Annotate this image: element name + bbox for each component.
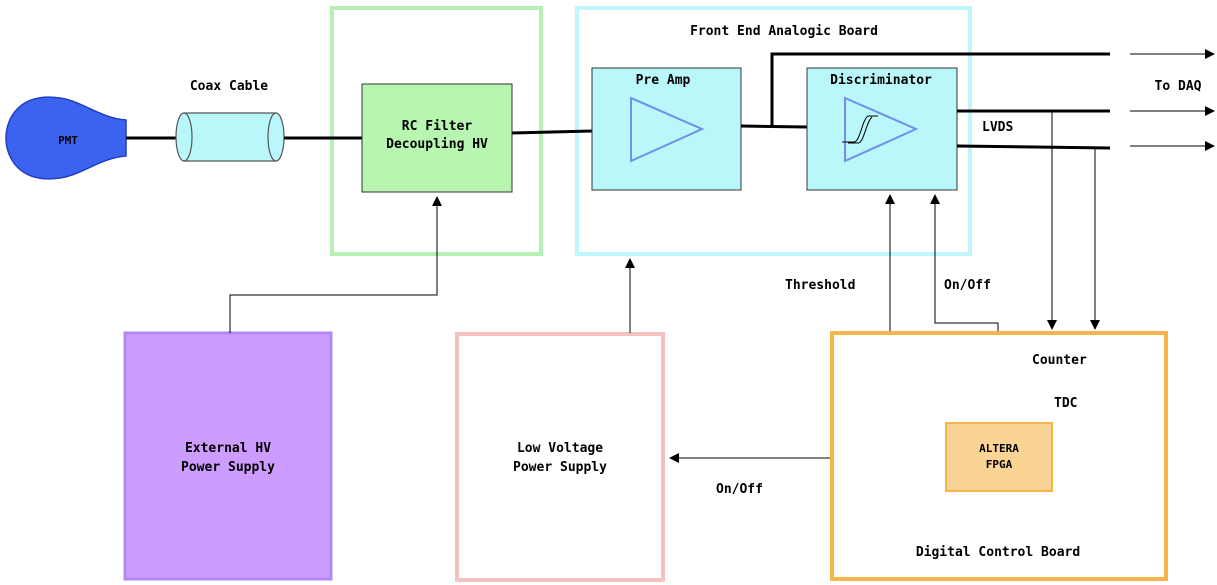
rc-filter-label-2: Decoupling HV bbox=[386, 137, 488, 152]
to-daq-label: To DAQ bbox=[1155, 79, 1202, 94]
external-hv-label-2: Power Supply bbox=[181, 460, 275, 475]
hysteresis-icon bbox=[842, 115, 878, 144]
front-end-title: Front End Analogic Board bbox=[690, 24, 878, 39]
discriminator-triangle-icon bbox=[844, 96, 919, 163]
amplifier-triangle-icon bbox=[630, 96, 705, 163]
rc-preamp-line bbox=[511, 129, 593, 135]
counter-label: Counter bbox=[1032, 353, 1087, 368]
pmt-label: PMT bbox=[58, 134, 78, 147]
daq-branch-line-1 bbox=[770, 52, 1110, 127]
pre-amp-label: Pre Amp bbox=[636, 73, 691, 88]
preamp-disc-line bbox=[740, 124, 808, 129]
lvds-label: LVDS bbox=[982, 120, 1013, 135]
fpga-label-1: ALTERA bbox=[979, 442, 1019, 455]
discriminator-label: Discriminator bbox=[830, 73, 932, 88]
fpga-box bbox=[945, 422, 1053, 492]
external-hv-box bbox=[123, 331, 333, 581]
low-voltage-box bbox=[455, 332, 665, 582]
pmt-icon bbox=[5, 96, 127, 180]
onoff-disc-label: On/Off bbox=[944, 278, 991, 293]
tdc-label: TDC bbox=[1054, 396, 1077, 411]
rc-filter-label-1: RC Filter bbox=[402, 119, 473, 134]
hv-feed-arrow bbox=[229, 196, 442, 333]
coax-cable-icon bbox=[175, 112, 285, 162]
low-voltage-label-1: Low Voltage bbox=[517, 441, 603, 456]
rc-filter-box bbox=[361, 83, 513, 193]
onoff-lv-label: On/Off bbox=[716, 482, 763, 497]
external-hv-label-1: External HV bbox=[185, 441, 271, 456]
low-voltage-label-2: Power Supply bbox=[513, 460, 607, 475]
onoff-disc-arrow bbox=[930, 194, 999, 333]
fpga-label-2: FPGA bbox=[986, 458, 1013, 471]
coax-cable-label: Coax Cable bbox=[190, 79, 268, 94]
digital-board-title: Digital Control Board bbox=[916, 545, 1080, 560]
threshold-label: Threshold bbox=[785, 278, 855, 293]
lvds-line-2 bbox=[956, 144, 1111, 150]
